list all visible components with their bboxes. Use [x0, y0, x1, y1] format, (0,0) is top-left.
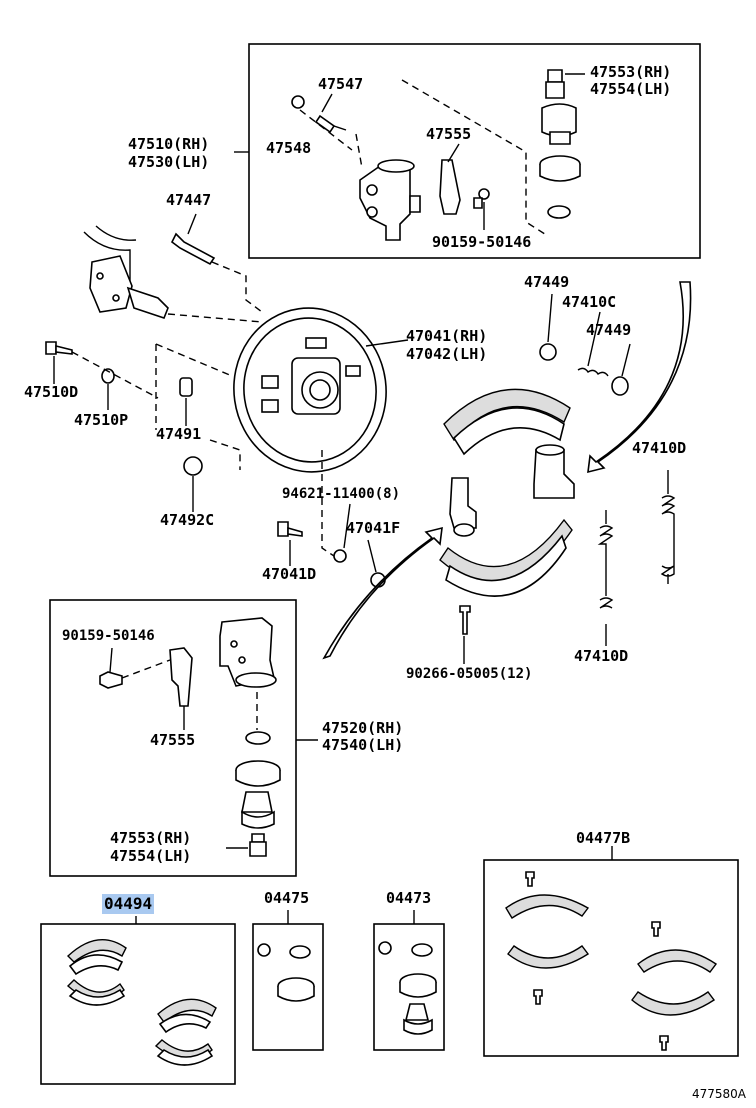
label-47555-top: 47555: [426, 125, 472, 143]
dash-mid-1: [121, 659, 171, 679]
label-47540-lh: 47540(LH): [322, 736, 404, 754]
leader-47447: [187, 213, 197, 235]
label-47447: 47447: [166, 191, 212, 209]
plug-47492c-icon: [183, 456, 203, 476]
wheel-cylinder-mid-icon: [219, 617, 277, 688]
label-04477b: 04477B: [576, 829, 631, 847]
kit-04473-seals-icon: [378, 941, 437, 1035]
label-47041-rh: 47041(RH): [406, 327, 488, 345]
dash-47510: [71, 351, 159, 399]
spring-47449-icon: [539, 343, 629, 396]
leader-47449-a: [547, 293, 553, 343]
label-47553-rh-low: 47553(RH): [110, 829, 192, 847]
leader-47041: [365, 339, 409, 347]
bleeder-plug-icon: [545, 69, 585, 99]
spring-47410d-right-icon: [660, 470, 676, 584]
spring-47410c-icon: [577, 367, 609, 377]
piston-icon: [541, 103, 577, 145]
label-47041f: 47041F: [346, 519, 401, 537]
label-47548: 47548: [266, 139, 312, 157]
dash-47492: [209, 439, 241, 470]
wheel-cylinder-assembly-icon: [449, 444, 575, 537]
dash-left-block: [155, 343, 233, 430]
label-04475: 04475: [264, 889, 310, 907]
label-94621: 94621-11400(8): [282, 486, 401, 502]
bolt-47510d-icon: [45, 341, 73, 355]
label-47449-b: 47449: [586, 321, 632, 339]
label-47410d-right: 47410D: [632, 439, 687, 457]
label-47042-lh: 47042(LH): [406, 345, 488, 363]
label-47491: 47491: [156, 425, 202, 443]
kit-04494-shoes-icon: [66, 939, 217, 1066]
adjusting-lever-mid-icon: [169, 647, 193, 707]
dash-top-3: [299, 109, 353, 151]
label-47041d: 47041D: [262, 565, 317, 583]
bolt-47447-icon: [170, 232, 216, 266]
brake-shoe-lower-icon: [439, 518, 573, 597]
label-90159-top: 90159-50146: [432, 233, 532, 251]
label-47510p: 47510P: [74, 411, 129, 429]
wheel-cylinder-body-icon: [359, 159, 421, 241]
leader-47410c: [587, 311, 601, 367]
kit-04477b-linings-icon: [505, 871, 718, 1051]
label-47554-lh-top: 47554(LH): [590, 80, 672, 98]
label-47530-lh: 47530(LH): [128, 153, 210, 171]
label-47553-rh-top: 47553(RH): [590, 63, 672, 81]
label-47554-lh-low: 47554(LH): [110, 847, 192, 865]
label-47492c: 47492C: [160, 511, 215, 529]
leader-90159-mid: [109, 647, 113, 673]
dash-top-1: [401, 79, 549, 237]
plug-47491-icon: [179, 377, 193, 397]
boot-mid-icon: [245, 731, 271, 745]
diagram-id: 477580A: [692, 1087, 747, 1101]
pin-90266-icon: [459, 605, 471, 635]
cup-mid-icon: [235, 760, 281, 787]
adjusting-lever-icon: [439, 159, 490, 215]
axle-knuckle-icon: [83, 225, 169, 319]
kit-box-04494: [40, 923, 236, 1085]
bolt-47041d-icon: [277, 521, 303, 537]
cup-seal-icon: [539, 155, 581, 182]
label-04473: 04473: [386, 889, 432, 907]
bleeder-mid-icon: [249, 833, 267, 857]
screw-90159-mid-icon: [99, 671, 123, 689]
label-47510-rh: 47510(RH): [128, 135, 210, 153]
label-47510d: 47510D: [24, 383, 79, 401]
dash-axle: [167, 313, 263, 323]
piston-mid-icon: [241, 791, 275, 829]
leader-94621: [343, 503, 351, 549]
wheel-cylinder-detail-box-top: [248, 43, 701, 259]
label-04494-highlighted[interactable]: 04494: [102, 894, 155, 914]
kit-04475-seals-icon: [257, 943, 315, 1002]
boot-small-icon: [547, 205, 571, 219]
label-47547: 47547: [318, 75, 364, 93]
brake-shoe-upper-icon: [443, 388, 571, 456]
backing-plate-icon: [233, 307, 387, 473]
dash-top-2: [355, 133, 363, 169]
washer-94621-icon: [333, 549, 347, 563]
spring-47410d-low-icon: [597, 510, 614, 609]
label-90266: 90266-05005(12): [406, 666, 533, 682]
leader-47555-top: [447, 143, 460, 163]
kit-box-04473: [373, 923, 445, 1051]
arrow-curve-right-icon: [587, 281, 692, 474]
kit-box-04477b: [483, 859, 739, 1057]
bleeder-screw-icon: [291, 95, 347, 134]
label-47410d-low: 47410D: [574, 647, 629, 665]
leader-47547: [321, 93, 333, 113]
label-47449-a: 47449: [524, 273, 570, 291]
dash-94621: [321, 450, 335, 557]
leader-47449-b: [621, 343, 631, 377]
wheel-cylinder-detail-box-mid: [49, 599, 297, 877]
dash-47447: [211, 261, 263, 313]
arrow-curve-left-icon: [322, 526, 443, 660]
leader-47041f: [367, 539, 377, 573]
label-47410c: 47410C: [562, 293, 617, 311]
label-90159-mid: 90159-50146: [62, 628, 155, 644]
label-47555-mid: 47555: [150, 731, 196, 749]
label-47520-rh: 47520(RH): [322, 719, 404, 737]
washer-47510p-icon: [101, 368, 115, 384]
